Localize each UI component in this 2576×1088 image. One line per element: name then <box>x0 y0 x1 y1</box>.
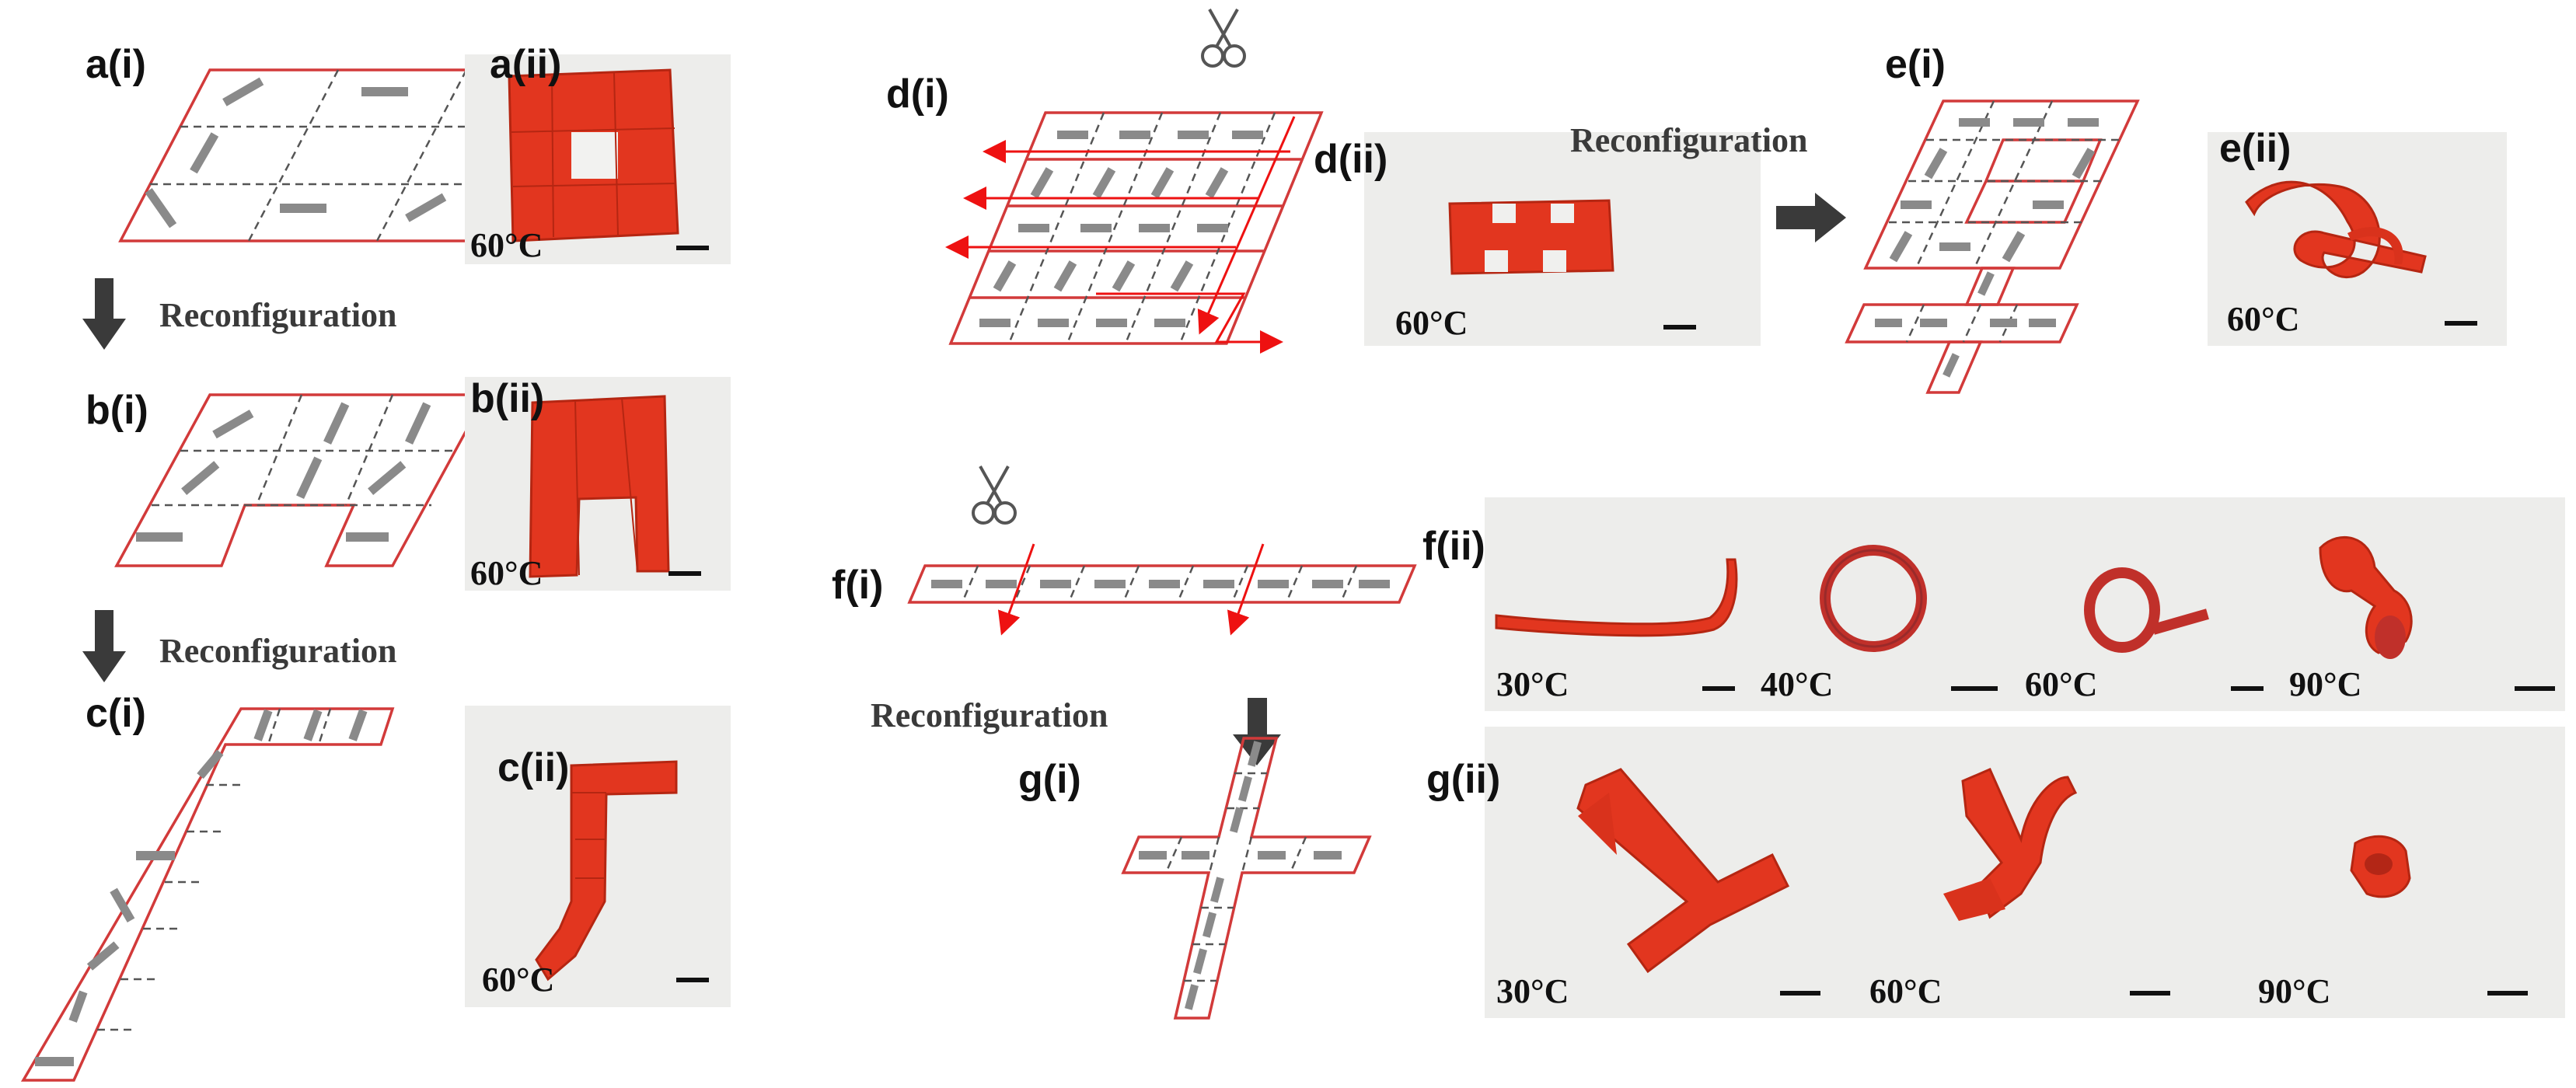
temp-label: 30°C <box>1496 972 1569 1010</box>
photo-f-40c <box>1749 497 2013 711</box>
photo-f-60c <box>2013 497 2278 711</box>
temp-label: 30°C <box>1496 665 1569 703</box>
temp-label: 40°C <box>1761 665 1833 703</box>
temp-label: 90°C <box>2258 972 2330 1010</box>
panel-g-i-diagram: g(i) <box>1018 737 1372 1020</box>
panel-label-b-i: b(i) <box>86 388 148 433</box>
panel-label-c-ii: c(ii) <box>497 745 569 790</box>
scale-bar <box>2445 321 2477 326</box>
panel-label-e-i: e(i) <box>1885 42 1946 87</box>
scale-bar <box>1702 686 1735 691</box>
reconfiguration-label: Reconfiguration <box>159 296 397 334</box>
panel-d-ii-photo: d(ii) 60°C <box>1314 132 1761 346</box>
temp-label: 60°C <box>2227 300 2299 338</box>
reconfiguration-step-1: Reconfiguration <box>82 278 397 350</box>
scale-bar <box>668 571 701 576</box>
down-arrow-icon <box>82 278 126 350</box>
panel-label-c-i: c(i) <box>86 691 146 736</box>
panel-label-a-i: a(i) <box>86 42 146 87</box>
scale-bar <box>676 246 709 250</box>
panel-label-b-ii: b(ii) <box>470 376 544 421</box>
panel-e-i-diagram: e(i) <box>1845 42 2140 394</box>
panel-label-g-i: g(i) <box>1018 757 1081 802</box>
panel-f-ii-photos: 30°C 40°C 60°C 90°C f(ii) <box>1422 497 2565 711</box>
panel-b-ii-photo: b(ii) 60°C <box>465 376 731 592</box>
temp-label: 60°C <box>482 961 554 999</box>
panel-label-g-ii: g(ii) <box>1426 757 1500 802</box>
panel-label-f-i: f(i) <box>832 563 883 608</box>
reconfiguration-label: Reconfiguration <box>871 696 1108 734</box>
scissors-icon <box>972 466 1017 525</box>
temp-label: 60°C <box>1869 972 1942 1010</box>
photo-f-30c <box>1485 497 1749 711</box>
panel-c-ii-photo: c(ii) 60°C <box>465 706 731 1007</box>
scale-bar <box>1951 686 1998 691</box>
reconfiguration-step-2: Reconfiguration <box>82 610 397 682</box>
panel-label-d-i: d(i) <box>886 71 949 117</box>
panel-b-i-diagram: b(i) <box>86 388 488 567</box>
photo-f-90c <box>2278 497 2565 711</box>
panel-label-e-ii: e(ii) <box>2219 126 2291 171</box>
temp-label: 60°C <box>470 226 543 264</box>
temp-label: 60°C <box>2025 665 2097 703</box>
reconfiguration-step-d-to-e: Reconfiguration <box>1570 121 1846 242</box>
scale-bar <box>1663 325 1696 330</box>
panel-f-i-diagram: f(i) <box>832 466 1417 636</box>
panel-a-ii-photo: a(ii) 60°C <box>465 42 731 264</box>
down-arrow-icon <box>1233 698 1281 765</box>
reconfiguration-label: Reconfiguration <box>1570 121 1808 159</box>
panel-label-f-ii: f(ii) <box>1422 524 1485 569</box>
down-arrow-icon <box>82 610 126 682</box>
scale-bar <box>2515 686 2555 691</box>
panel-d-i-diagram: d(i) <box>886 9 1324 354</box>
temp-label: 90°C <box>2289 665 2361 703</box>
temp-label: 60°C <box>1395 304 1468 342</box>
panel-g-ii-photos: 30°C 60°C 90°C g(ii) <box>1426 727 2565 1018</box>
panel-label-d-ii: d(ii) <box>1314 137 1387 182</box>
scale-bar <box>676 978 709 982</box>
right-arrow-icon <box>1776 193 1846 242</box>
temp-label: 60°C <box>470 554 543 592</box>
reconfiguration-label: Reconfiguration <box>159 632 397 670</box>
reconfiguration-step-f-to-g: Reconfiguration <box>871 696 1281 765</box>
scale-bar <box>2231 686 2264 691</box>
scissors-icon <box>1201 9 1246 68</box>
panel-c-i-diagram: c(i) <box>20 691 395 1082</box>
scale-bar <box>2130 991 2170 996</box>
panel-e-ii-photo: e(ii) 60°C <box>2208 126 2507 346</box>
scale-bar <box>1780 991 1820 996</box>
scale-bar <box>2487 991 2528 996</box>
panel-label-a-ii: a(ii) <box>490 42 561 87</box>
